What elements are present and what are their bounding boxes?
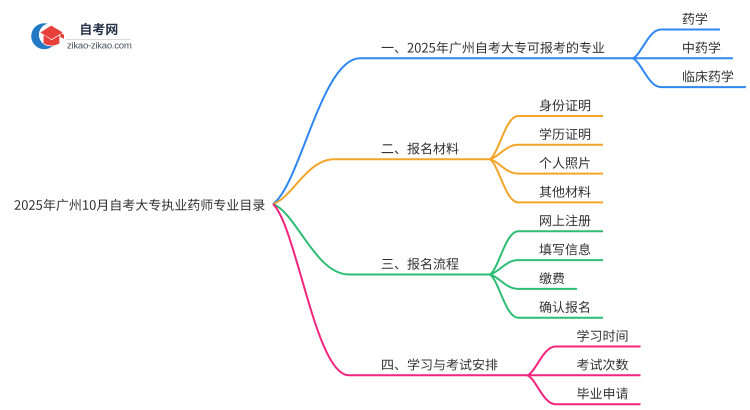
svg-text:zikao-zikao.com: zikao-zikao.com	[67, 41, 132, 52]
